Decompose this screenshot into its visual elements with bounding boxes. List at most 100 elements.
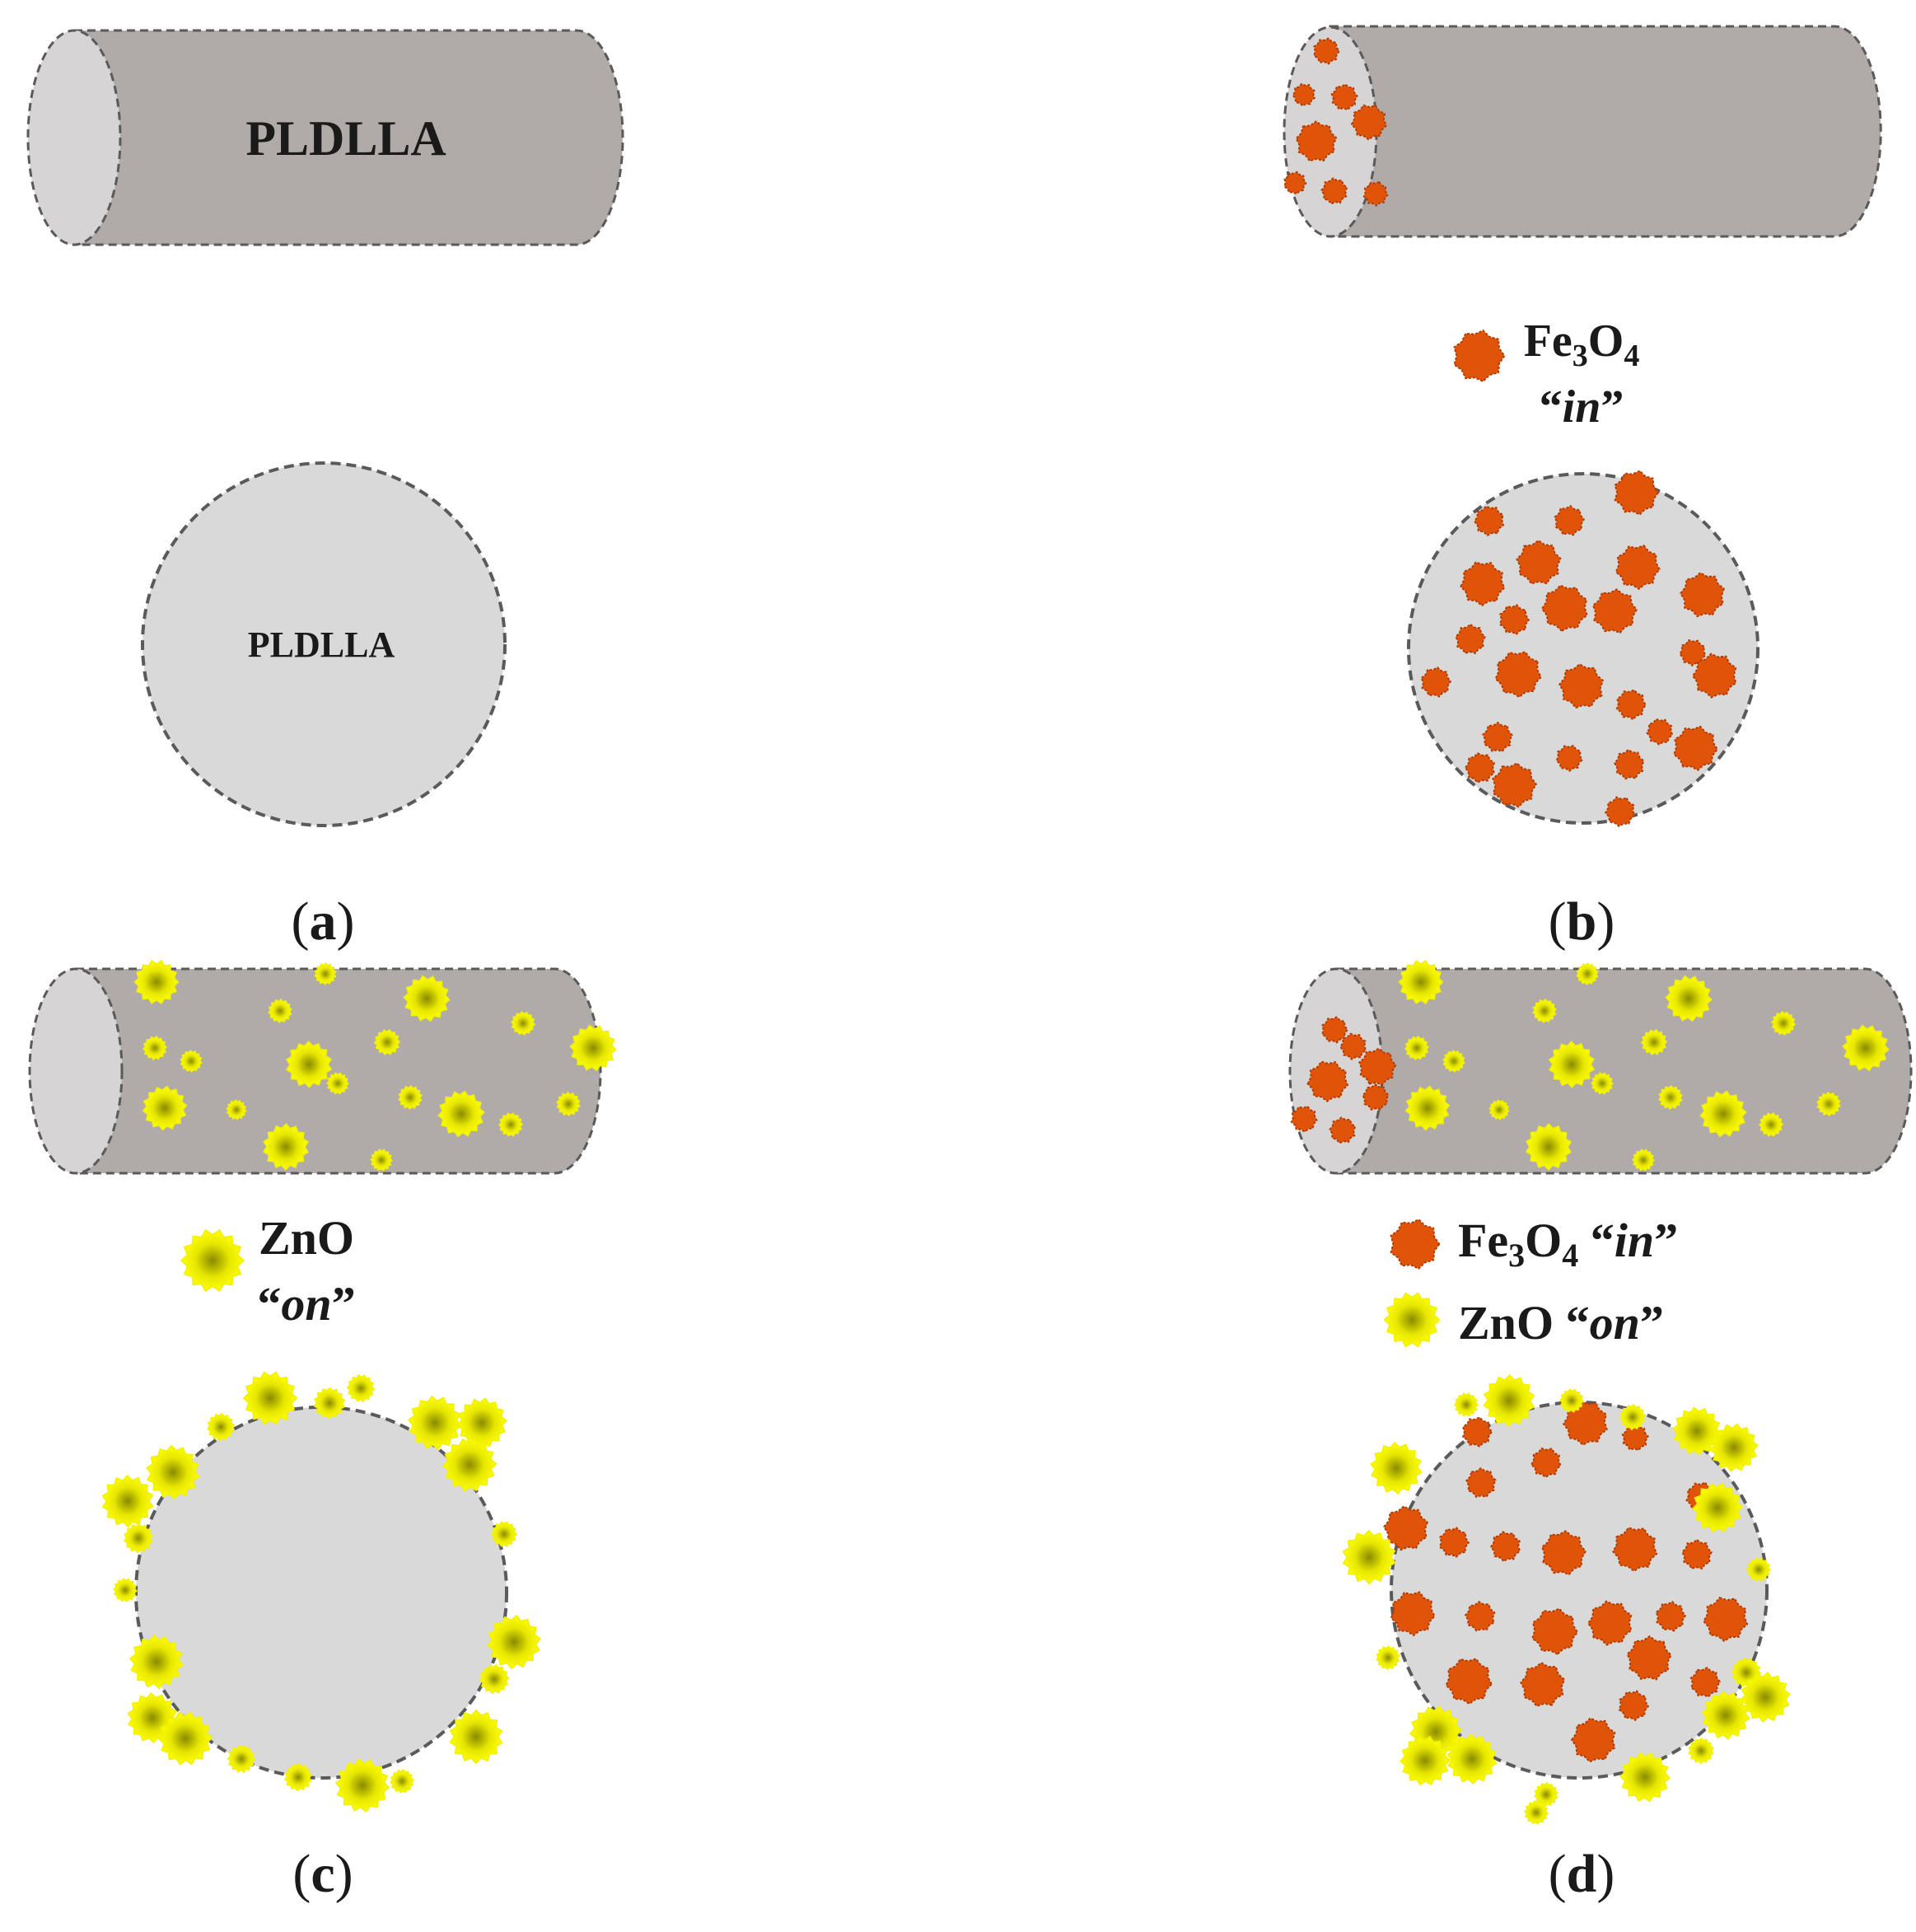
fe3o4-particle [1382, 1505, 1428, 1551]
zno-legend-text: ZnO “on” [1458, 1296, 1664, 1350]
fe3o4-particles-fiber [1283, 37, 1389, 207]
zno-particle [1548, 1041, 1596, 1088]
zno-particle [1658, 1084, 1683, 1111]
zno-particle [1523, 1799, 1549, 1826]
fe3o4-particle [1615, 689, 1647, 721]
fe3o4-particle [1489, 1531, 1521, 1562]
fe3o4-particles-fiber [1290, 1016, 1397, 1144]
zno-particle [142, 1035, 168, 1061]
fe3o4-particle [1306, 1060, 1349, 1102]
fe3o4-legend-formula: Fe3O4 [1524, 316, 1640, 373]
zno-particle [449, 1709, 503, 1765]
cross-section-label: PLDLLA [248, 625, 395, 665]
zno-particle [1376, 1644, 1400, 1671]
zno-particles-fiber [133, 959, 617, 1172]
zno-particle [569, 1024, 617, 1072]
zno-particle [227, 1744, 256, 1774]
fe3o4-particle [1613, 748, 1645, 780]
fe3o4-particle [1570, 1717, 1616, 1763]
zno-particle [479, 1663, 510, 1695]
zno-particle [129, 1634, 185, 1690]
fe3o4-particle [1530, 1447, 1562, 1479]
fe3o4-particle [1673, 725, 1719, 771]
zno-particle [1453, 1392, 1479, 1417]
zno-particle [262, 1123, 310, 1171]
zno-particle [206, 1412, 236, 1442]
zno-particle [1665, 975, 1713, 1022]
fe3o4-particle [1689, 1666, 1722, 1698]
zno-particle [407, 1395, 463, 1451]
combined-legend: Fe3O4 “in” ZnO “on” [1383, 1214, 1678, 1350]
zno-particle [1398, 959, 1444, 1005]
zno-particle [389, 1768, 415, 1794]
fe3o4-particle [1621, 1424, 1649, 1452]
pldlla-cross-section: PLDLLA [141, 461, 507, 827]
zno-particle [498, 1112, 524, 1137]
fe3o4-particle [1587, 1600, 1633, 1646]
fe3o4-particle [1703, 1597, 1749, 1643]
zno-particle [157, 1711, 213, 1766]
fe3o4-particle [1460, 561, 1506, 607]
zno-particle [437, 1090, 485, 1138]
zno-particle [1688, 1737, 1714, 1765]
zno-particle [142, 1085, 188, 1131]
zno-particle [101, 1474, 154, 1528]
panel-a-caption: (a) [292, 891, 355, 952]
zno-particle [1691, 1482, 1744, 1533]
zno-particle [314, 962, 337, 985]
zno-legend-swatch [1383, 1292, 1441, 1348]
fe3o4-zno-fiber [1288, 959, 1913, 1175]
zno-particle [370, 1148, 393, 1172]
fe3o4-particle [1292, 82, 1315, 107]
zno-particle [1576, 962, 1599, 985]
fe3o4-particle [1390, 1591, 1436, 1637]
zno-particle [1672, 1406, 1722, 1456]
zno-particle [1525, 1123, 1573, 1171]
fe3o4-particle [1655, 1600, 1687, 1632]
fe3o4-particle [1464, 1600, 1496, 1632]
fiber-label: PLDLLA [245, 111, 446, 166]
zno-legend-material: ZnO [259, 1211, 354, 1265]
fe3o4-particle [1283, 171, 1307, 195]
zno-particle [180, 1050, 203, 1073]
zno-legend-location: “on” [257, 1277, 355, 1331]
zno-particle [403, 975, 451, 1022]
zno-particle [1488, 1099, 1510, 1120]
zno-particle [1399, 1735, 1451, 1786]
zno-particles-fiber [1398, 959, 1890, 1172]
fe3o4-particle [1473, 505, 1505, 537]
fe3o4-particle [1516, 539, 1562, 585]
fe3o4-particle [1558, 662, 1605, 709]
zno-particle [486, 1614, 542, 1670]
fe3o4-particle [1438, 1527, 1470, 1558]
fe3o4-particle [1520, 1661, 1566, 1707]
zno-particle [510, 1010, 536, 1036]
fe3o4-particle [1320, 177, 1348, 205]
fe3o4-particle [1465, 1467, 1497, 1499]
zno-particle [1591, 1072, 1614, 1095]
fe3o4-legend-swatch [1390, 1219, 1441, 1270]
panel-b: Fe3O4 “in” (b) [1283, 25, 1882, 952]
fe3o4-particle [1295, 120, 1338, 162]
fe3o4-particle [1679, 639, 1707, 667]
fe3o4-particle [1455, 623, 1486, 655]
fe3o4-legend: Fe3O4 “in” [1453, 316, 1640, 433]
zno-particle [490, 1521, 518, 1547]
zno-particle [1758, 1112, 1784, 1137]
zno-particle [346, 1373, 376, 1403]
fe3o4-particle [1329, 1116, 1357, 1144]
zno-particle [242, 1371, 298, 1425]
fe3o4-particle [1604, 796, 1636, 828]
fe3o4-legend-swatch [1453, 329, 1506, 383]
zno-particle [1740, 1672, 1791, 1723]
zno-particle [1619, 1752, 1671, 1803]
fe3o4-particle [1330, 83, 1358, 111]
panel-c-caption: (c) [292, 1844, 353, 1904]
zno-particle [1842, 1024, 1890, 1072]
fe3o4-particle [1612, 1527, 1658, 1573]
fe3o4-particle [1420, 666, 1452, 698]
fe3o4-cross-section [1407, 470, 1759, 828]
zno-particle [146, 1444, 200, 1500]
zno-particle [334, 1757, 390, 1813]
